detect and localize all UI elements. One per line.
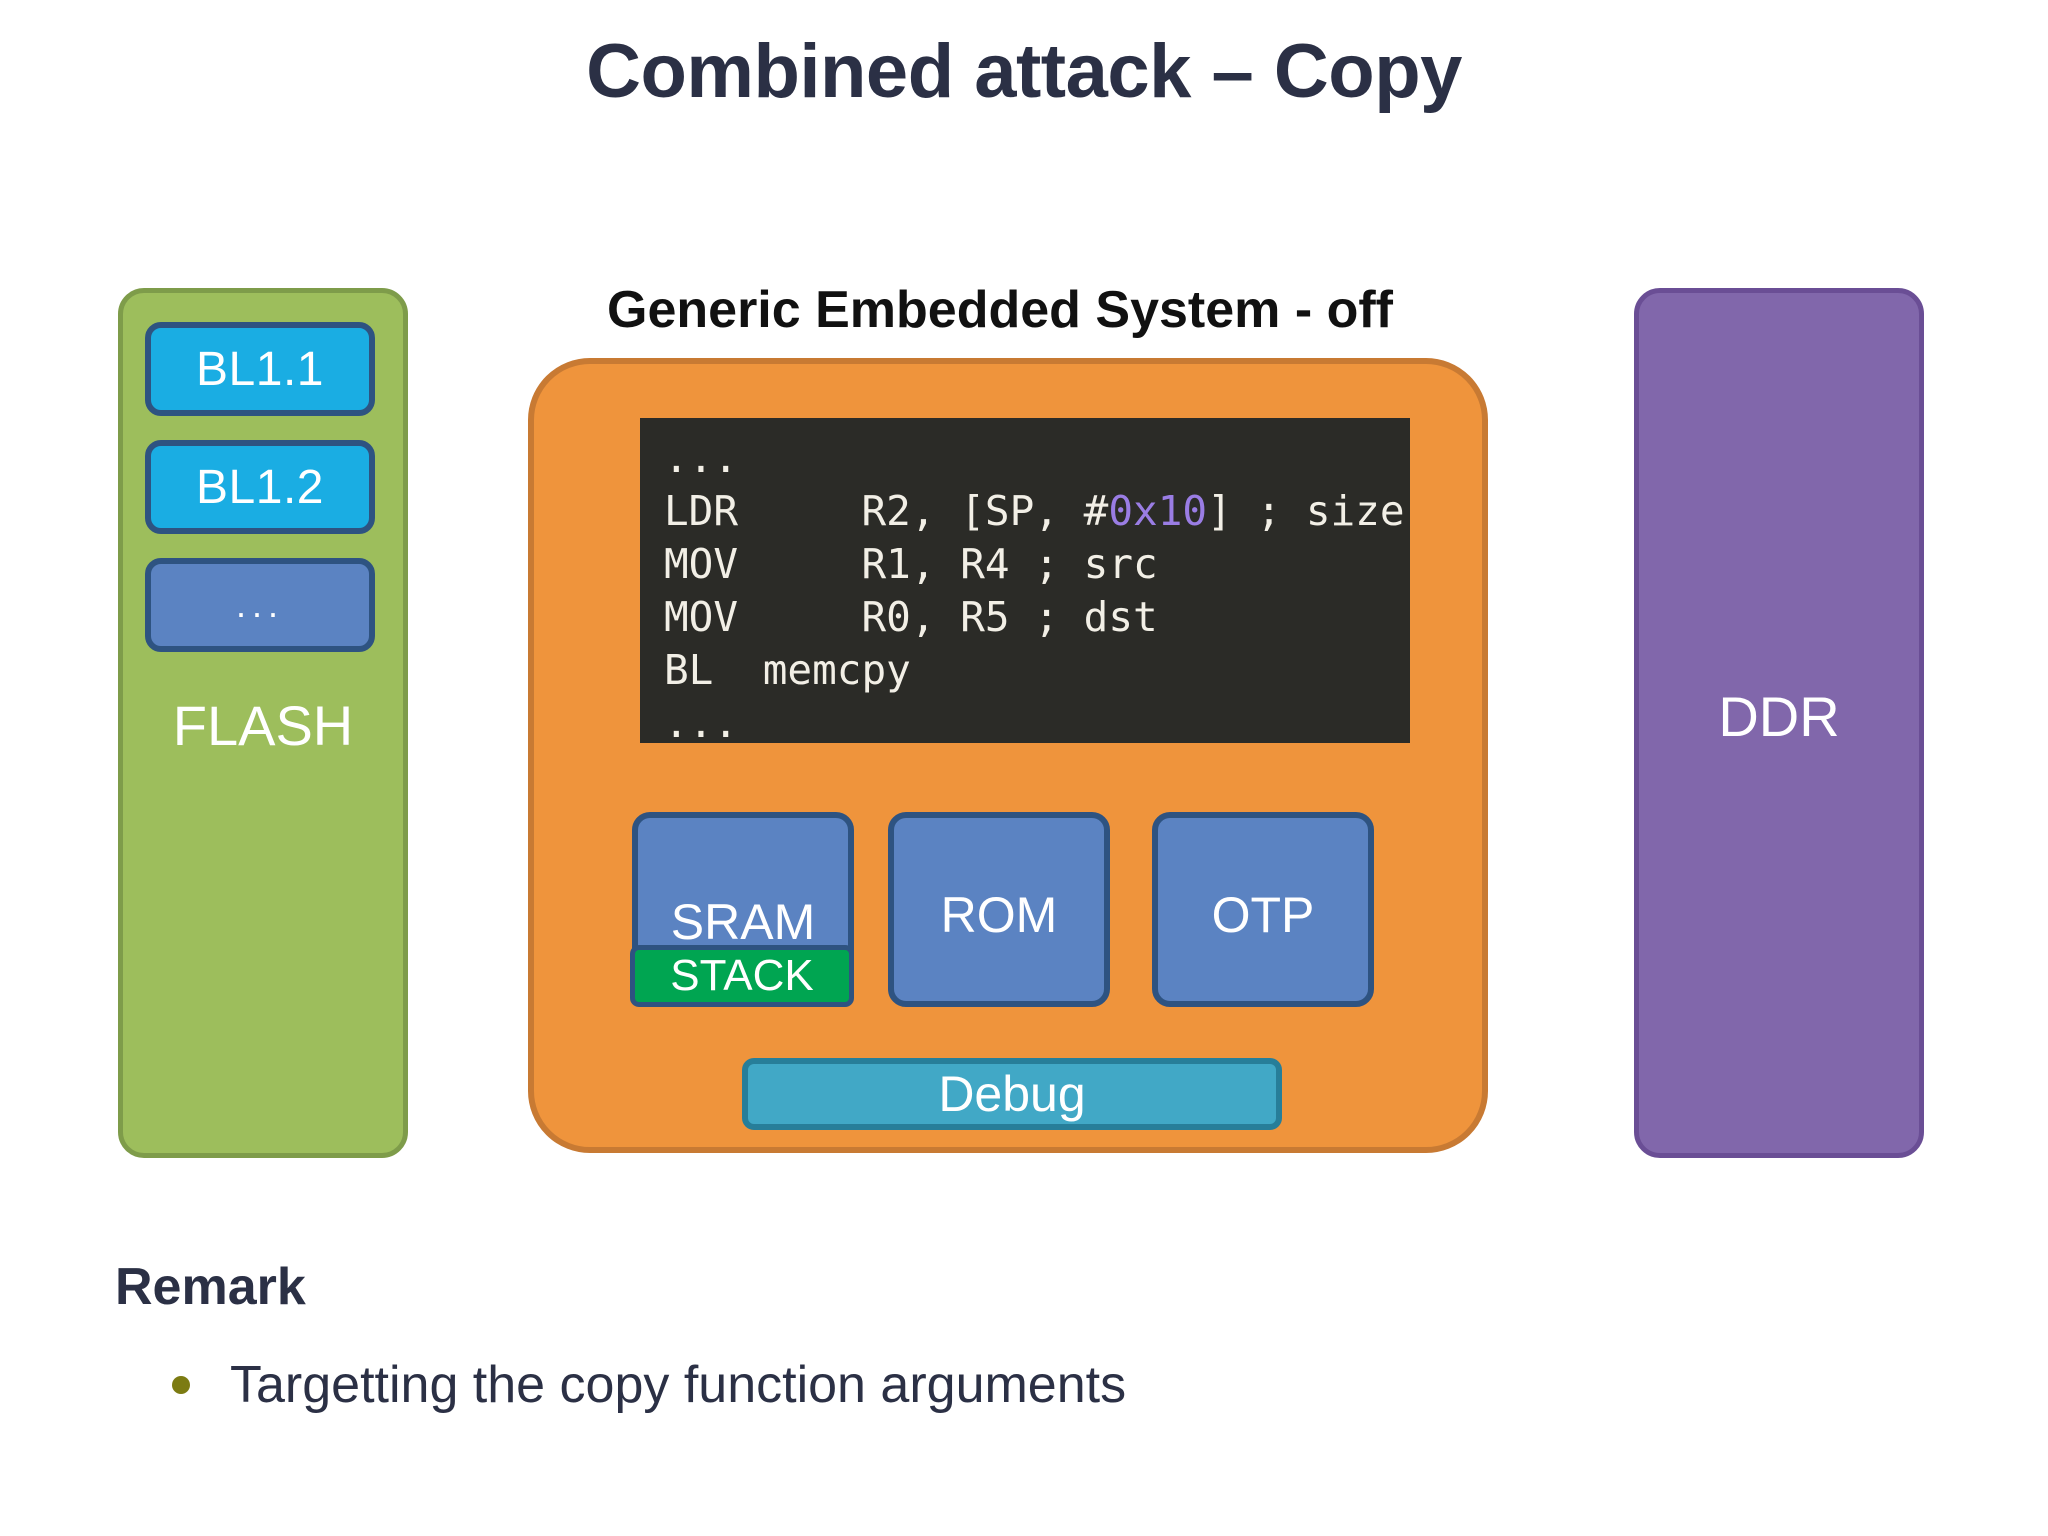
flash-block-label: BL1.2 — [196, 460, 324, 514]
assembly-code-panel: ... LDR R2, [SP, #0x10] ; size MOV R1, R… — [640, 418, 1410, 743]
page-title: Combined attack – Copy — [586, 29, 1462, 114]
otp-block: OTP — [1152, 812, 1374, 1007]
flash-memory-column: BL1.1 BL1.2 ... FLASH — [118, 288, 408, 1158]
debug-label: Debug — [938, 1066, 1086, 1122]
remark-bullet-text: Targetting the copy function arguments — [230, 1356, 1127, 1414]
otp-label: OTP — [1211, 887, 1315, 943]
flash-label: FLASH — [172, 694, 354, 757]
sram-label: SRAM — [670, 894, 816, 950]
flash-block-bl1-2: BL1.2 — [145, 440, 375, 534]
rom-label: ROM — [940, 887, 1058, 943]
ddr-memory-column: DDR — [1634, 288, 1924, 1158]
remark-bullet-item: Targetting the copy function arguments — [172, 1355, 1126, 1415]
remark-heading: Remark — [115, 1258, 306, 1316]
ddr-label: DDR — [1718, 684, 1840, 748]
bullet-dot-icon — [172, 1376, 190, 1394]
flash-block-label: BL1.1 — [196, 342, 324, 396]
flash-block-bl1-1: BL1.1 — [145, 322, 375, 416]
debug-interface-block: Debug — [742, 1058, 1282, 1130]
soc-diagram-title: Generic Embedded System - off — [607, 281, 1393, 339]
stack-region: STACK — [630, 945, 854, 1007]
stack-label: STACK — [670, 951, 814, 1000]
rom-block: ROM — [888, 812, 1110, 1007]
flash-block-ellipsis: ... — [145, 558, 375, 652]
flash-block-label: ... — [235, 584, 284, 625]
